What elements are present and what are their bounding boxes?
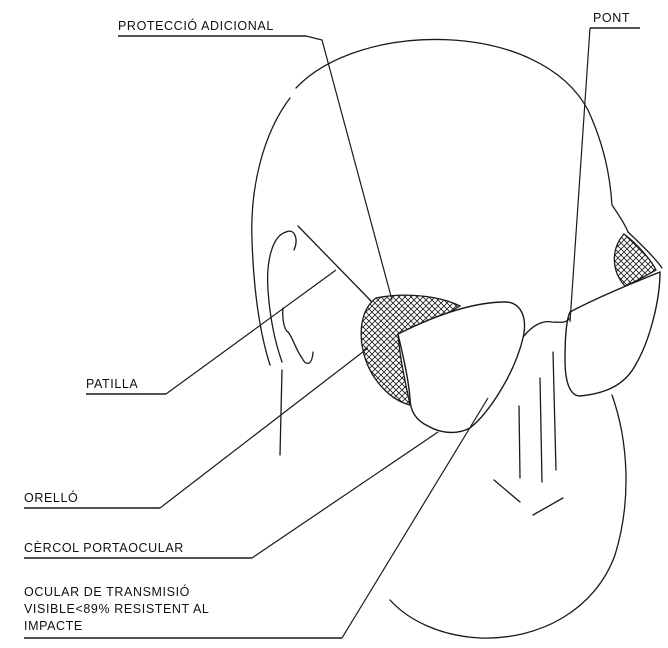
label-ocular-line-3: IMPACTE — [24, 619, 83, 633]
cheek-line — [519, 406, 520, 478]
nose-line-1 — [540, 378, 542, 482]
ear-inner — [286, 231, 296, 250]
mouth-line-1 — [494, 480, 520, 502]
right-lens — [565, 272, 660, 396]
ear-lobe — [283, 308, 313, 363]
label-orello: ORELLÓ — [24, 490, 78, 505]
orello-leader — [160, 348, 368, 508]
proteccio-leader — [306, 36, 392, 300]
label-ocular-line-1: OCULAR DE TRANSMISIÓ — [24, 584, 190, 599]
neck-line — [280, 370, 282, 455]
pont-leader — [570, 28, 590, 322]
label-patilla: PATILLA — [86, 377, 138, 391]
nose-line-2 — [553, 352, 556, 470]
patilla-leader — [166, 270, 336, 394]
jaw-outline — [390, 395, 626, 638]
ear-outline — [268, 232, 286, 362]
label-ocular-line-2: VISIBLE<89% RESISTENT AL — [24, 602, 209, 616]
ocular-leader — [342, 398, 488, 638]
label-pont: PONT — [593, 11, 630, 25]
frame-bridge — [524, 318, 570, 336]
mouth-line-2 — [533, 498, 563, 515]
label-cercol: CÈRCOL PORTAOCULAR — [24, 540, 184, 555]
label-proteccio: PROTECCIÓ ADICIONAL — [118, 18, 274, 33]
temple-arm — [298, 226, 372, 302]
